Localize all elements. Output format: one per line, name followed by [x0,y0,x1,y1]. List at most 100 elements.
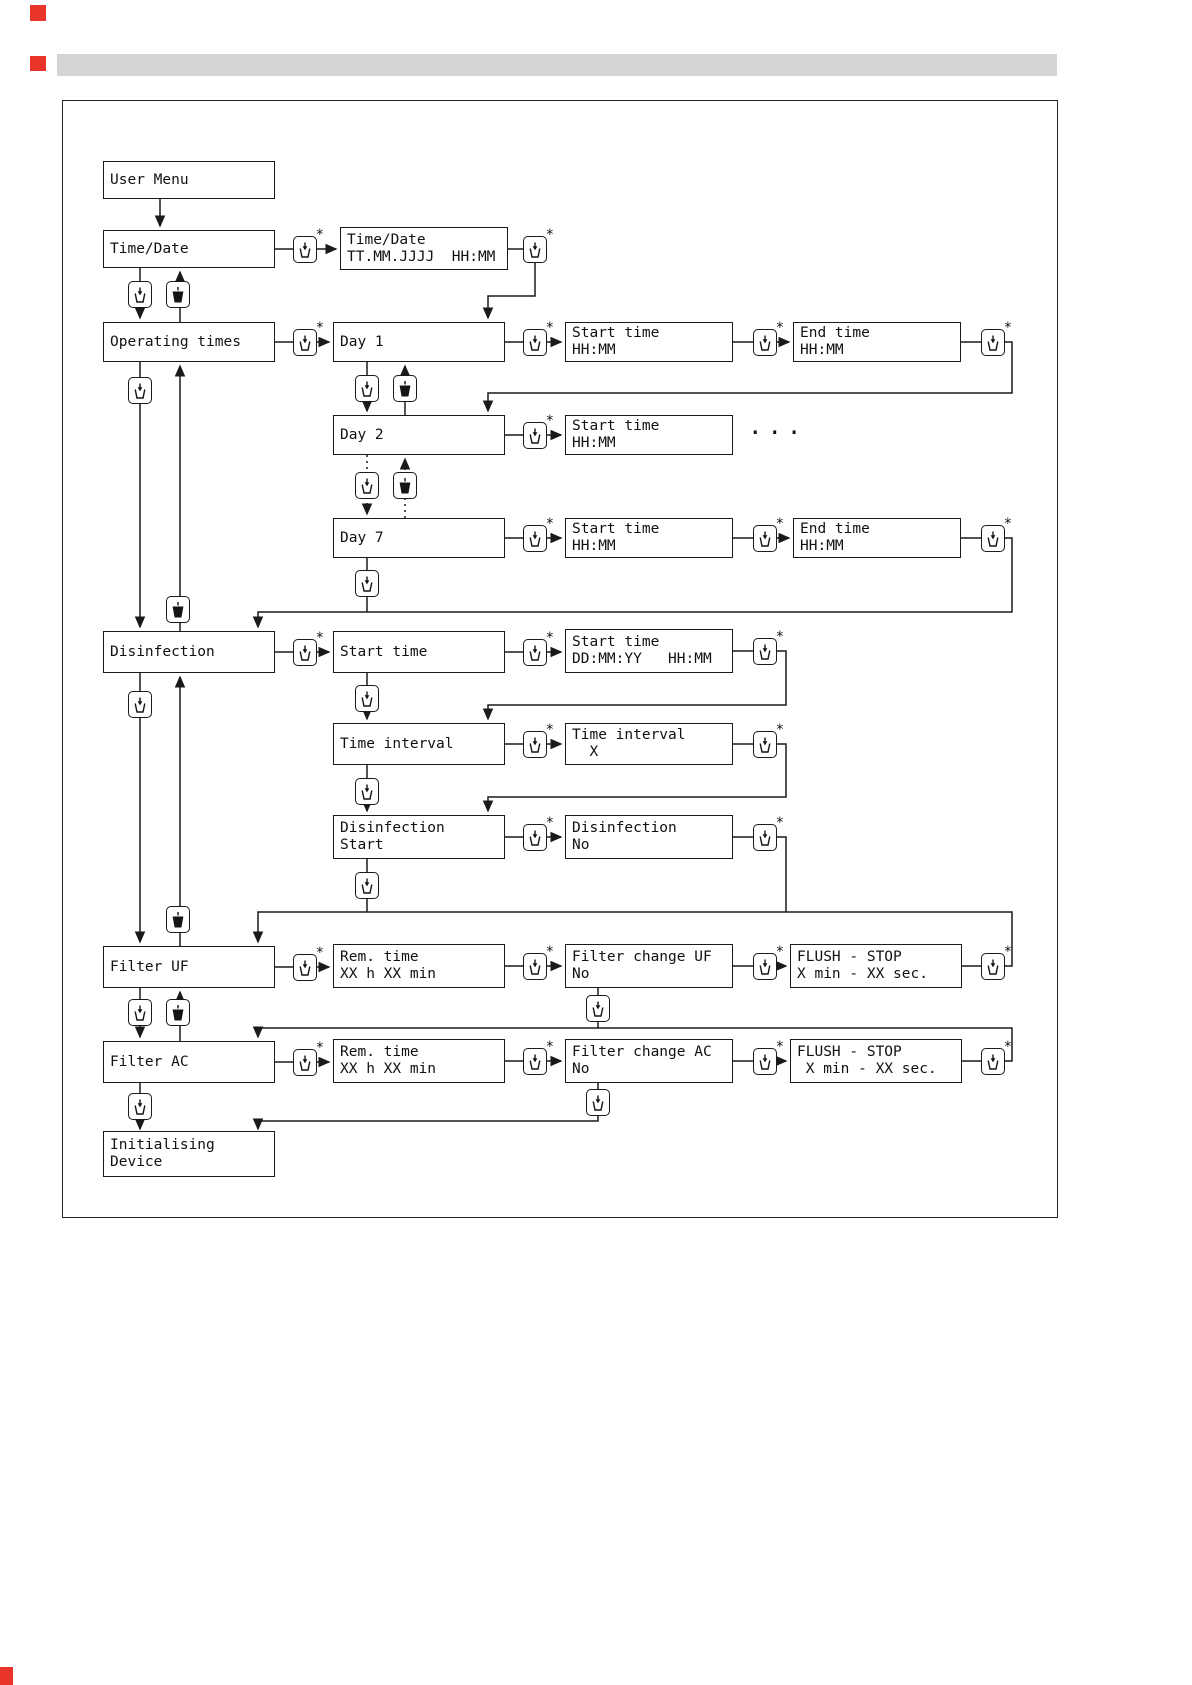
long-press-asterisk: * [775,944,784,960]
cup-with-arrow-glyph [529,645,541,661]
box-line: HH:MM [800,538,844,554]
scroll-down-button-icon [586,995,610,1022]
box-line: Operating times [110,333,241,350]
box-time-interval-edit: Time interval X [565,723,733,765]
box-line: Day 2 [340,426,384,443]
box-filter-ac: Filter AC [103,1041,275,1083]
box-line: Rem. time [340,1044,419,1060]
box-line: Disinfection [110,643,215,660]
cup-button-icon: * [293,227,324,263]
long-press-asterisk: * [315,1040,324,1056]
box-line: Filter UF [110,958,189,975]
cup-button-icon: * [523,227,554,263]
box-line: User Menu [110,171,189,188]
cup-with-arrow-glyph [529,1054,541,1070]
cup-button-icon: * [293,630,324,666]
box-line: Day 7 [340,529,384,546]
cup-with-arrow-glyph [299,335,311,351]
long-press-asterisk: * [775,1039,784,1055]
long-press-asterisk: * [545,516,554,532]
cup-with-arrow-glyph [987,1054,999,1070]
cup-button-icon: * [753,320,784,356]
box-day-1: Day 1 [333,322,505,362]
box-line: Disinfection [340,820,445,836]
cup-with-arrow-glyph [759,959,771,975]
cup-button-icon: * [523,1039,554,1075]
box-disinfection: Disinfection [103,631,275,673]
cup-with-arrow-glyph [361,576,373,592]
long-press-asterisk: * [1003,320,1012,336]
cup-button-icon: * [981,1039,1012,1075]
cup-with-arrow-glyph [134,383,146,399]
box-line: Time interval [340,735,454,752]
cup-with-arrow-glyph [134,1005,146,1021]
scroll-down-button-icon [355,570,379,597]
scroll-down-button-icon [355,778,379,805]
cup-button-icon: * [753,944,784,980]
scroll-down-button-icon [355,472,379,499]
scroll-down-button-icon [128,691,152,718]
cup-with-arrow-glyph [299,960,311,976]
connector-line [777,836,787,912]
long-press-asterisk: * [775,629,784,645]
cup-button-icon: * [753,1039,784,1075]
box-line: Day 1 [340,333,384,350]
cup-with-arrow-glyph [529,335,541,351]
cup-button-icon: * [753,722,784,758]
cup-with-arrow-glyph [361,478,373,494]
cup-with-arrow-glyph [361,878,373,894]
box-disinfection-start-time: Start time [333,631,505,673]
scroll-up-button-icon [166,281,190,308]
long-press-asterisk: * [775,815,784,831]
box-day-2: Day 2 [333,415,505,455]
cup-button-icon: * [523,320,554,356]
long-press-asterisk: * [1003,516,1012,532]
box-line: Filter change AC [572,1044,712,1060]
box-line: Start time [572,634,660,650]
cup-with-arrow-glyph [299,242,311,258]
box-line: End time [800,325,870,341]
connector-line [482,263,536,320]
scroll-down-button-icon [128,377,152,404]
cup-with-arrow-glyph [361,691,373,707]
box-line: Time/Date [110,240,189,257]
cup-filled-glyph [172,911,184,927]
cup-with-arrow-glyph [759,737,771,753]
cup-button-icon: * [981,516,1012,552]
box-line: Device [110,1154,163,1170]
box-line: X [572,744,599,760]
box-line: HH:MM [572,538,616,554]
scroll-down-button-icon [586,1089,610,1116]
box-time-interval: Time interval [333,723,505,765]
box-line: XX h XX min [340,1061,437,1077]
scroll-down-button-icon [355,872,379,899]
red-marker-bottom [0,1667,13,1685]
cup-with-arrow-glyph [529,428,541,444]
cup-button-icon: * [523,815,554,851]
cup-button-icon: * [523,944,554,980]
box-line: No [572,1061,590,1077]
cup-with-arrow-glyph [759,335,771,351]
scroll-down-button-icon [355,375,379,402]
box-line: Time interval [572,727,686,743]
long-press-asterisk: * [545,722,554,738]
box-line: Filter change UF [572,949,712,965]
cup-with-arrow-glyph [134,697,146,713]
header-bar [57,54,1057,76]
box-operating-times: Operating times [103,322,275,362]
cup-with-arrow-glyph [299,1055,311,1071]
scroll-up-button-icon [166,906,190,933]
cup-with-arrow-glyph [529,737,541,753]
cup-filled-glyph [399,380,411,396]
cup-with-arrow-glyph [299,645,311,661]
cup-button-icon: * [293,945,324,981]
